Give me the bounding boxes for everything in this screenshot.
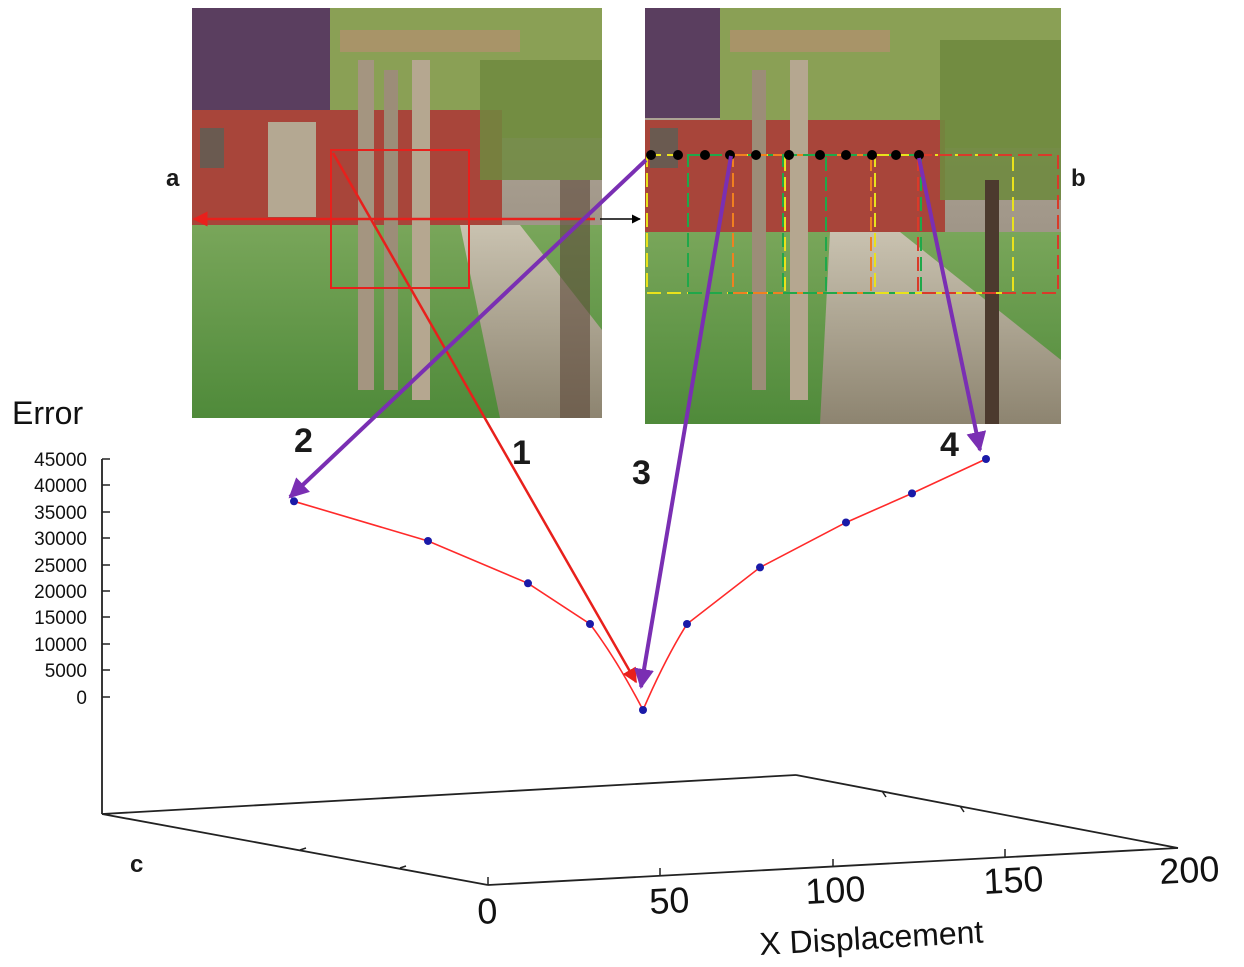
y-tick-label: 45000: [34, 450, 87, 471]
y-tick-label: 0: [76, 688, 87, 709]
error-point: [586, 620, 594, 629]
y-tick-marks: [102, 458, 110, 698]
error-point: [683, 620, 691, 629]
photo-panel-b: [645, 8, 1061, 424]
error-curve-layer: [290, 455, 990, 714]
x-tick-marks: [299, 790, 1006, 885]
x-axis-title: X Displacement: [758, 914, 984, 962]
x-tick-labels: 0 50 100 150 200: [476, 848, 1220, 932]
error-point: [639, 706, 647, 714]
y-tick-label: 15000: [34, 608, 87, 629]
error-point: [290, 497, 298, 506]
arrow-4: [917, 157, 987, 452]
y-tick-labels: 45000 40000 35000 30000 25000 20000 1500…: [34, 450, 87, 709]
photo-panel-a: [192, 8, 602, 418]
error-point: [424, 536, 432, 545]
axes-3d: [101, 459, 1179, 886]
y-tick-label: 20000: [34, 582, 87, 603]
label-c: c: [130, 851, 143, 878]
y-tick-label: 5000: [45, 661, 87, 682]
x-tick-label: 200: [1158, 848, 1220, 892]
error-point: [524, 579, 532, 588]
label-b: b: [1071, 165, 1086, 192]
x-tick-label: 50: [648, 879, 690, 922]
x-tick-label: 150: [982, 858, 1044, 902]
y-tick-label: 10000: [34, 635, 87, 656]
x-tick-label: 0: [476, 890, 498, 932]
error-point: [908, 489, 916, 498]
error-point: [982, 455, 990, 463]
x-tick-label: 100: [804, 868, 866, 912]
arrow-number-2: 2: [294, 422, 313, 460]
y-tick-label: 25000: [34, 556, 87, 577]
mapping-arrows: [288, 152, 987, 689]
y-tick-label: 40000: [34, 476, 87, 497]
y-tick-label: 30000: [34, 529, 87, 550]
error-point: [756, 563, 764, 572]
arrow-number-3: 3: [632, 454, 651, 492]
arrow-2: [288, 158, 648, 499]
y-tick-label: 35000: [34, 503, 87, 524]
arrow-number-4: 4: [940, 426, 959, 464]
error-point: [842, 518, 850, 527]
arrow-1: [331, 152, 638, 684]
candidate-windows: [646, 154, 1059, 294]
y-axis-title: Error: [12, 395, 83, 431]
label-a: a: [166, 165, 180, 192]
arrow-3: [634, 155, 733, 689]
error-curve: [293, 458, 987, 712]
arrow-number-1: 1: [512, 434, 531, 472]
